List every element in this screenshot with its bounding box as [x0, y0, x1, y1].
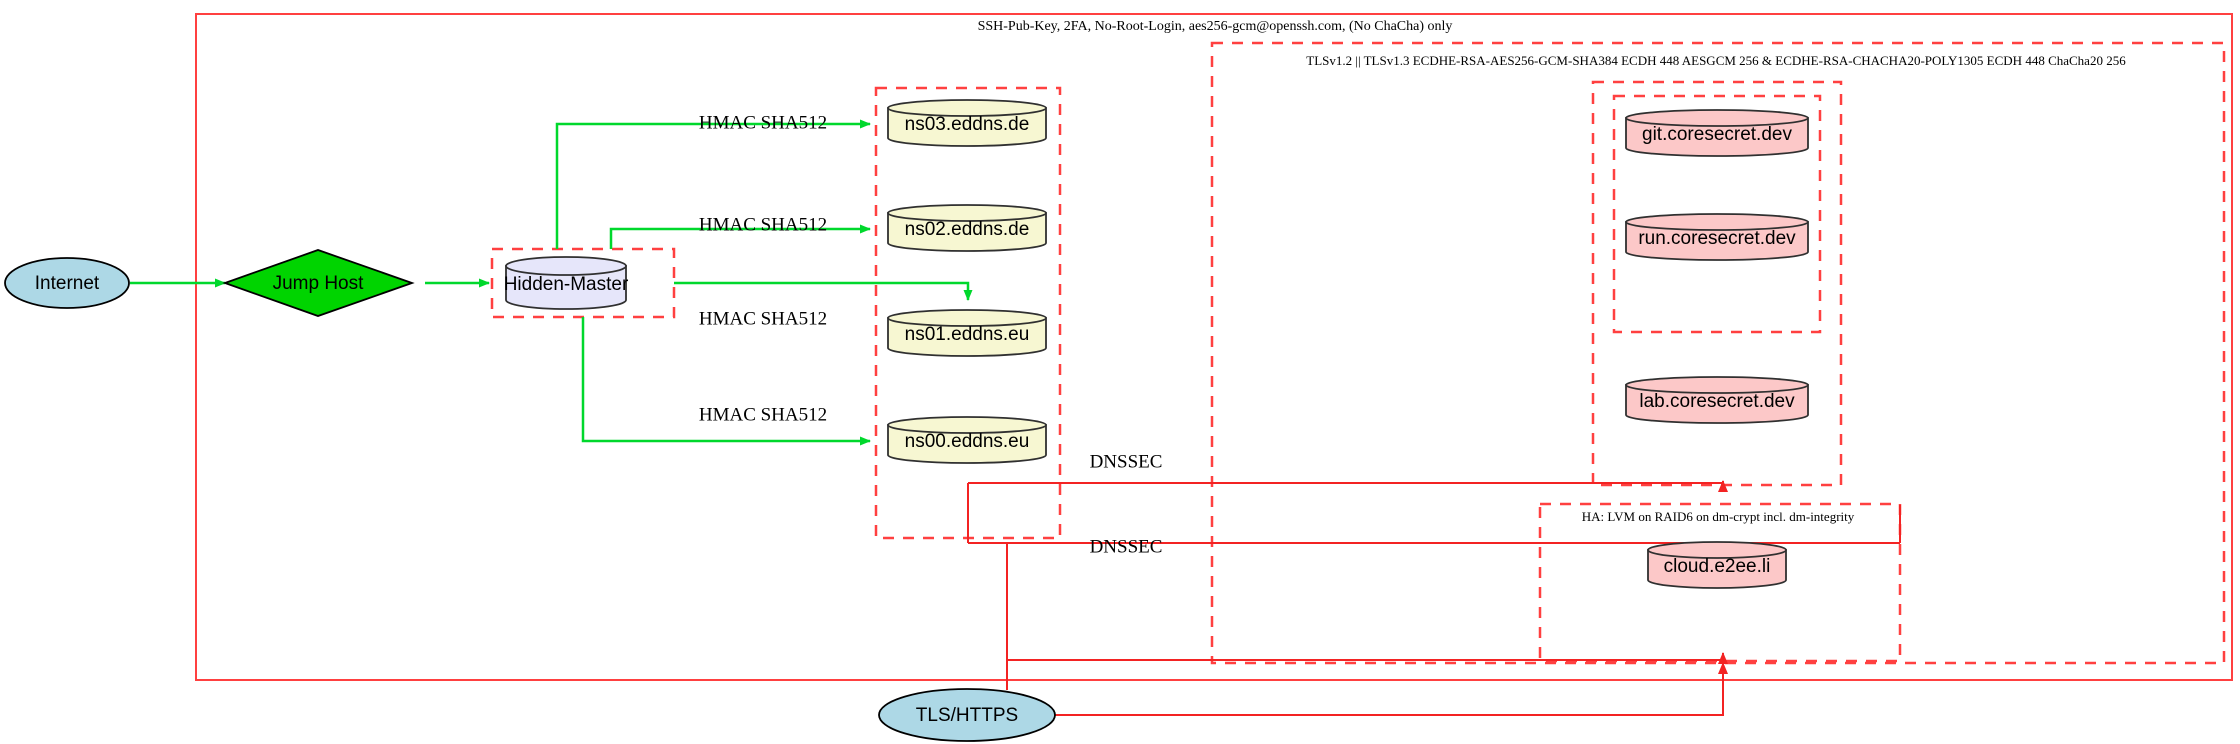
- node-lab-coresecret[interactable]: lab.coresecret.dev: [1625, 376, 1809, 424]
- edge-hiddenmaster-to-ns00: [581, 317, 871, 446]
- node-tls-https[interactable]: TLS/HTTPS: [878, 688, 1056, 742]
- ns03-body: [887, 107, 1047, 147]
- git-body: [1625, 117, 1809, 157]
- ha-boundary-rect: [1538, 502, 1902, 663]
- ns03-top: [887, 99, 1047, 117]
- edge-hiddenmaster-to-ns03: [555, 119, 871, 249]
- node-ns02[interactable]: ns02.eddns.de: [887, 204, 1047, 252]
- edge-hiddenmaster-to-ns02: [609, 224, 871, 249]
- edge-label-hmac-ns01: HMAC SHA512: [699, 308, 827, 329]
- hidden-master-body: [505, 265, 627, 310]
- edge-label-hmac-ns02: HMAC SHA512: [699, 214, 827, 235]
- node-hidden-master[interactable]: Hidden-Master: [504, 256, 629, 310]
- ns01-body: [887, 317, 1047, 357]
- node-run-coresecret[interactable]: run.coresecret.dev: [1625, 213, 1809, 261]
- node-git-coresecret[interactable]: git.coresecret.dev: [1625, 109, 1809, 157]
- jumphost-diamond: [222, 249, 415, 317]
- lab-top: [1625, 376, 1809, 394]
- ns00-body: [887, 424, 1047, 464]
- cluster-label-ssh: SSH-Pub-Key, 2FA, No-Root-Login, aes256-…: [978, 19, 1453, 34]
- edge-hiddenmaster-to-ns01: [674, 281, 973, 301]
- cloud-body: [1647, 549, 1787, 589]
- edge-tlshttps-to-cloud: [1055, 662, 1728, 716]
- edge-label-hmac-ns03: HMAC SHA512: [699, 112, 827, 133]
- edge-label-dnssec-upper: DNSSEC: [1090, 451, 1163, 472]
- ssh-boundary-rect: [195, 13, 2233, 681]
- ns02-top: [887, 204, 1047, 222]
- hidden-master-top: [505, 256, 627, 276]
- run-top: [1625, 213, 1809, 231]
- coresecret-boundary-rect: [1591, 80, 1843, 487]
- tls-boundary-rect: [1210, 41, 2226, 665]
- ns00-top: [887, 416, 1047, 434]
- ns02-body: [887, 212, 1047, 252]
- ns01-top: [887, 309, 1047, 327]
- git-top: [1625, 109, 1809, 127]
- edge-dnssec-lower: [1006, 543, 1728, 664]
- node-ns03[interactable]: ns03.eddns.de: [887, 99, 1047, 147]
- cloud-top: [1647, 541, 1787, 559]
- internet-ellipse: [4, 257, 130, 309]
- node-ns00[interactable]: ns00.eddns.eu: [887, 416, 1047, 464]
- node-ns01[interactable]: ns01.eddns.eu: [887, 309, 1047, 357]
- cluster-label-tls: TLSv1.2 || TLSv1.3 ECDHE-RSA-AES256-GCM-…: [1306, 53, 2126, 68]
- node-internet[interactable]: Internet: [4, 257, 130, 309]
- node-jump-host[interactable]: Jump Host: [222, 249, 415, 317]
- tlshttps-ellipse: [878, 688, 1056, 742]
- gitrun-boundary-rect: [1612, 94, 1822, 334]
- cluster-label-ha: HA: LVM on RAID6 on dm-crypt incl. dm-in…: [1582, 509, 1855, 524]
- lab-body: [1625, 384, 1809, 424]
- edge-label-hmac-ns00: HMAC SHA512: [699, 404, 827, 425]
- edge-label-dnssec-lower: DNSSEC: [1090, 536, 1163, 557]
- run-body: [1625, 221, 1809, 261]
- edge-dnssec-upper: [968, 480, 1728, 492]
- node-cloud-e2ee[interactable]: cloud.e2ee.li: [1647, 541, 1787, 589]
